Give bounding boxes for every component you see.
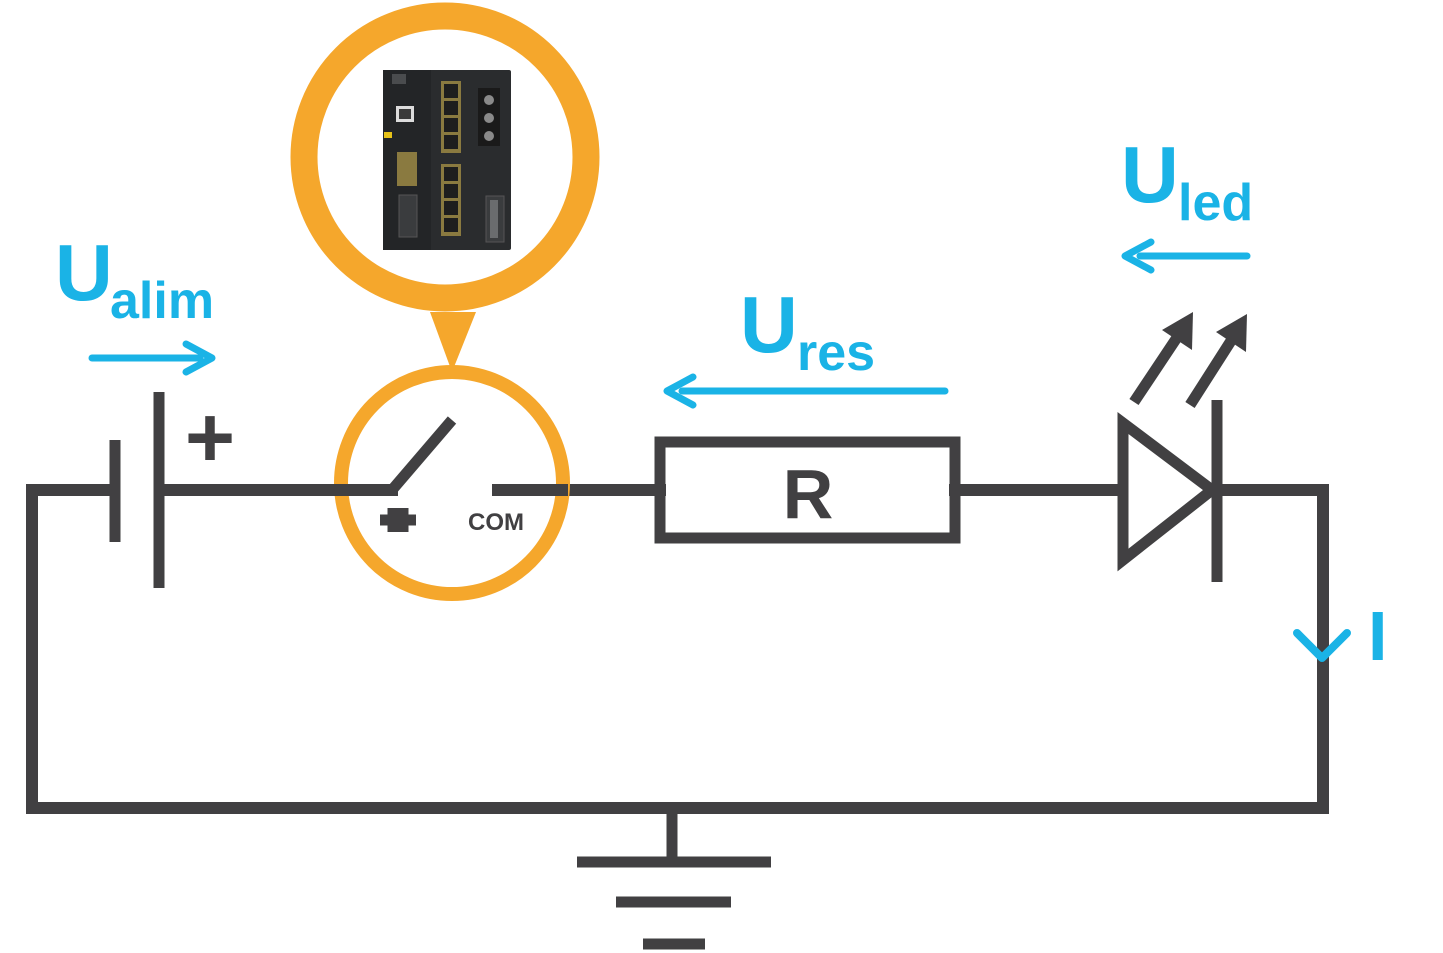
contact-symbol <box>380 508 416 532</box>
current-label: I <box>1368 597 1387 675</box>
u-led-label: U led <box>1121 130 1253 232</box>
resistor-label: R <box>783 455 834 533</box>
battery-plus-label: + <box>185 390 235 486</box>
relay-contact-icon <box>334 365 570 601</box>
u-res-main: U <box>740 280 798 369</box>
industrial-switch-device-icon <box>383 70 511 250</box>
led-light-arrows-icon <box>1129 312 1247 408</box>
com-label: COM <box>468 509 524 536</box>
u-res-label: U res <box>740 280 875 382</box>
u-led-arrow-icon <box>1121 238 1251 274</box>
battery-icon <box>109 392 165 588</box>
u-led-main: U <box>1121 130 1179 219</box>
u-res-sub: res <box>797 324 875 382</box>
relay-highlight-circle <box>334 365 570 601</box>
resistor-icon <box>654 436 961 544</box>
led-icon <box>1117 400 1223 582</box>
u-alim-arrow-icon <box>88 340 216 376</box>
u-alim-sub: alim <box>110 272 214 330</box>
wire-left-loop <box>26 484 1329 814</box>
ground-icon <box>577 814 771 950</box>
current-arrow-icon <box>1293 629 1351 662</box>
u-led-sub: led <box>1178 174 1253 232</box>
u-alim-label: U alim <box>55 228 214 330</box>
u-res-arrow-icon <box>663 373 949 409</box>
u-alim-main: U <box>55 228 113 317</box>
callout-pointer <box>430 312 476 372</box>
